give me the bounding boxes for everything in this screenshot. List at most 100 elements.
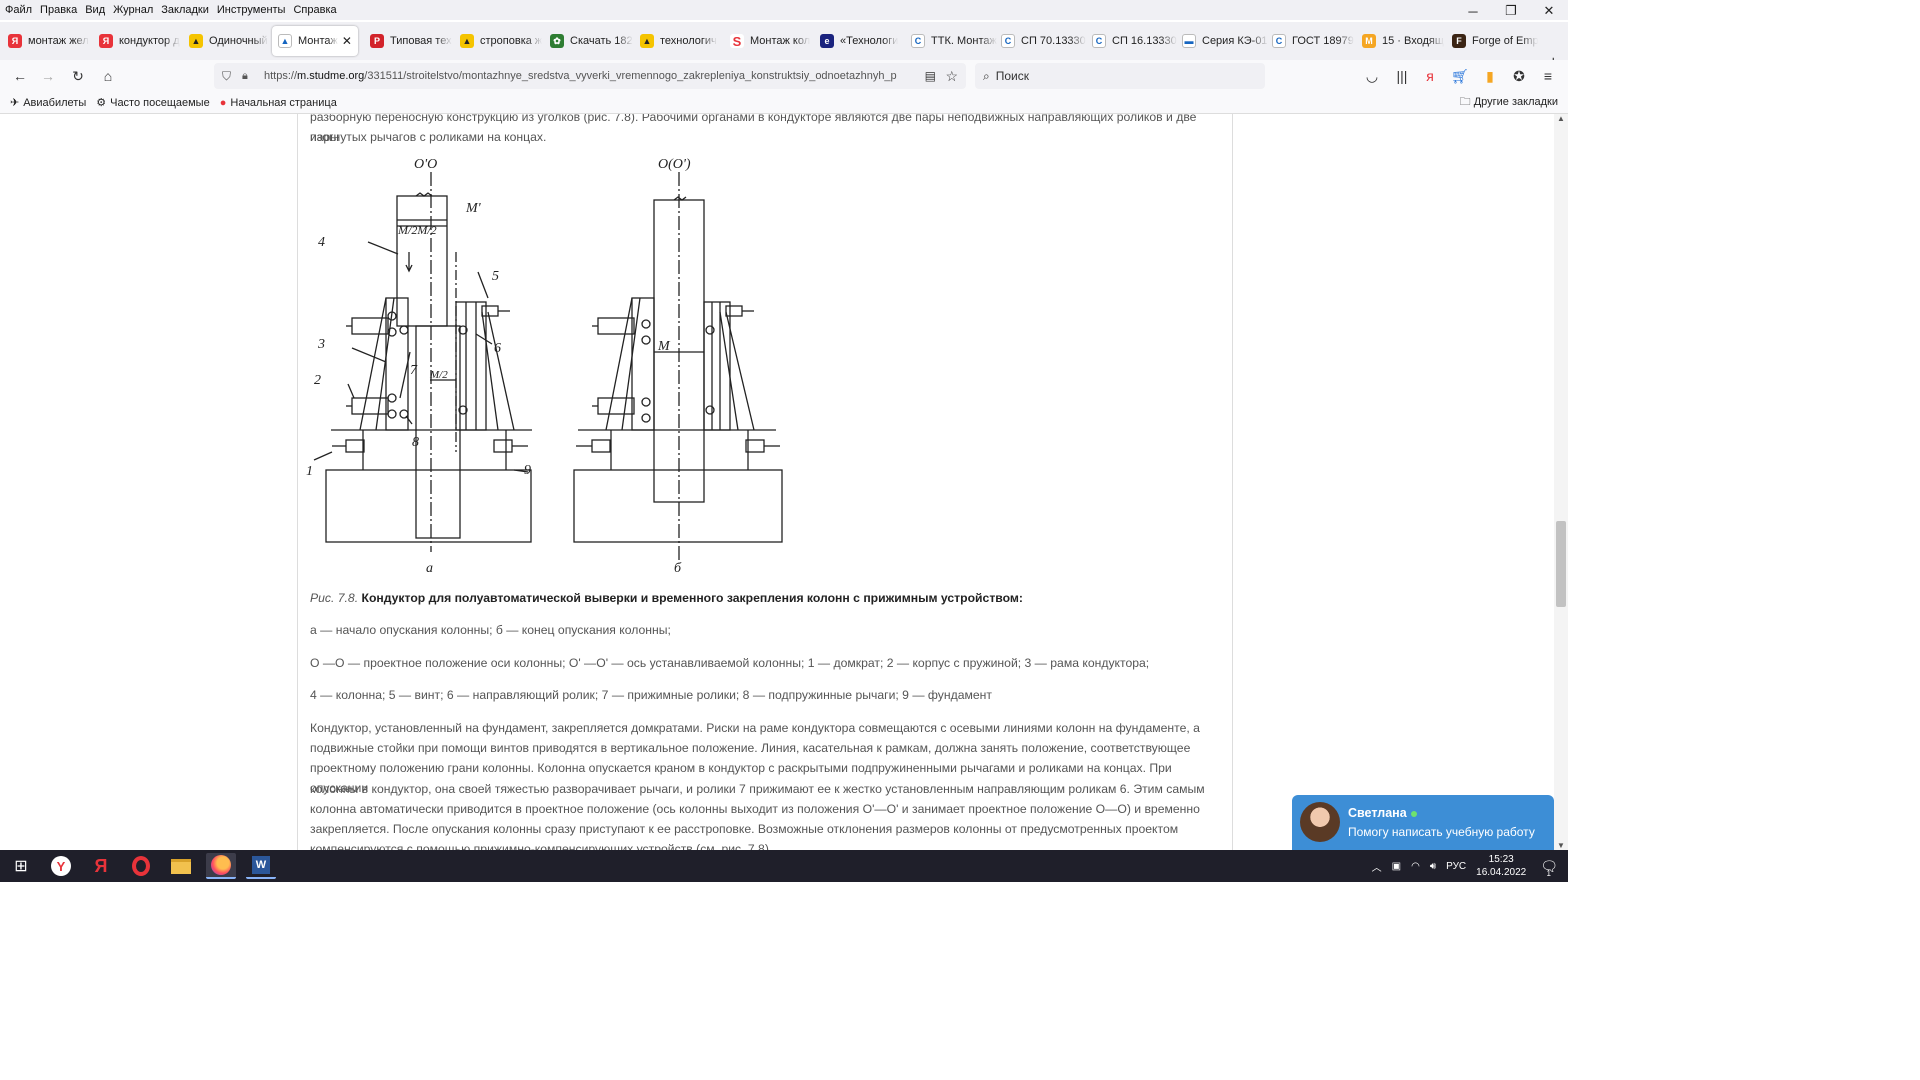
- browser-tab[interactable]: ▲Одиночный: [189, 26, 275, 56]
- tab-favicon-icon: Я: [99, 34, 113, 48]
- menu-item[interactable]: Закладки: [161, 4, 209, 16]
- wifi-icon[interactable]: ◠: [1411, 860, 1420, 872]
- yandex-icon[interactable]: я: [1426, 68, 1434, 84]
- menu-item[interactable]: Справка: [293, 4, 337, 16]
- reload-icon[interactable]: ↻: [72, 67, 84, 84]
- shield-icon[interactable]: ⛉: [222, 68, 232, 83]
- library-icon[interactable]: |||: [1396, 68, 1408, 84]
- volume-icon[interactable]: 🔊︎: [1429, 860, 1437, 872]
- body-text-line: компенсируются с помощью прижимно-компен…: [310, 842, 773, 850]
- extensions-icon[interactable]: ✪: [1513, 67, 1525, 84]
- label-b-top: O(O'): [658, 157, 691, 172]
- chat-name-label: Светлана: [1348, 806, 1407, 820]
- pocket-icon[interactable]: ◡: [1365, 67, 1379, 84]
- bookmark-item[interactable]: ✈Авиабилеты: [10, 96, 86, 110]
- star-icon[interactable]: ☆: [945, 67, 958, 84]
- page-scrollbar[interactable]: ▲ ▼: [1554, 114, 1568, 850]
- url-text[interactable]: https://m.studme.org/331511/stroitelstvo…: [264, 70, 897, 82]
- yandex-icon[interactable]: Я: [94, 855, 108, 876]
- browser-tab[interactable]: ▲Монтаж✕: [272, 26, 358, 56]
- scroll-thumb[interactable]: [1556, 521, 1566, 607]
- close-tab-icon[interactable]: ✕: [341, 34, 352, 48]
- tab-label: Серия КЭ-01: [1202, 35, 1268, 47]
- clock-date: 16.04.2022: [1476, 867, 1527, 878]
- menu-icon[interactable]: ≡: [1543, 68, 1553, 84]
- bookmark-item[interactable]: ⚙Часто посещаемые: [96, 96, 210, 110]
- scroll-down-icon[interactable]: ▼: [1557, 841, 1565, 850]
- figure-part-a: [313, 172, 532, 552]
- tab-label: 15 · Входящ: [1382, 35, 1444, 47]
- browser-tab[interactable]: e«Технологи: [820, 26, 906, 56]
- bookmark-item[interactable]: ●Начальная страница: [220, 97, 337, 109]
- browser-tab[interactable]: ▲технологич: [640, 26, 726, 56]
- figure-caption: Рис. 7.8. Кондуктор для полуавтоматическ…: [310, 588, 1225, 608]
- windows-start-icon[interactable]: ⊞: [14, 858, 28, 875]
- body-text-line: Кондуктор, установленный на фундамент, з…: [310, 721, 1200, 735]
- url-bar[interactable]: ⛉ 🔒︎ https://m.studme.org/331511/stroite…: [214, 63, 966, 89]
- maximize-icon[interactable]: ❐: [1505, 3, 1517, 18]
- menu-item[interactable]: Инструменты: [216, 4, 286, 16]
- notifications-icon[interactable]: 🗨︎1: [1540, 857, 1558, 878]
- body-text-line: закрепляется. После опускания колонны ср…: [310, 822, 1179, 836]
- page-content: разборную переносную конструкцию из угол…: [0, 114, 1568, 850]
- back-icon[interactable]: ←: [13, 68, 27, 84]
- scroll-up-icon[interactable]: ▲: [1557, 114, 1565, 123]
- intro-text-2: изогнутых рычагов с роликами на концах.: [310, 130, 547, 144]
- label-num-4: 4: [318, 235, 325, 250]
- language-indicator[interactable]: РУС: [1446, 860, 1467, 872]
- label-num-1: 1: [306, 464, 313, 479]
- flag-icon[interactable]: ▮: [1486, 67, 1494, 84]
- tab-label: технологич: [660, 35, 717, 47]
- firefox-icon[interactable]: [206, 853, 236, 879]
- tab-favicon-icon: ✿: [550, 34, 564, 48]
- search-icon: ⌕: [983, 68, 990, 83]
- word-icon[interactable]: W: [246, 853, 276, 879]
- label-num-8: 8: [412, 435, 419, 450]
- browser-tab[interactable]: ▲строповка ж: [460, 26, 546, 56]
- yandex-browser-icon[interactable]: Y: [46, 853, 76, 879]
- menu-item[interactable]: Правка: [40, 4, 78, 16]
- tab-label: строповка ж: [480, 35, 543, 47]
- search-input[interactable]: ⌕ Поиск: [975, 63, 1265, 89]
- tab-favicon-icon: C: [1272, 34, 1286, 48]
- chevron-up-icon[interactable]: ︿: [1371, 862, 1382, 874]
- lock-icon[interactable]: 🔒︎: [242, 69, 248, 82]
- close-icon[interactable]: ✕: [1543, 3, 1555, 18]
- menu-item[interactable]: Файл: [5, 4, 33, 16]
- label-m-half: M/2: [429, 369, 448, 381]
- tab-label: Одиночный: [209, 35, 268, 47]
- menu-item[interactable]: Журнал: [113, 4, 154, 16]
- other-bookmarks[interactable]: 🗀︎ Другие закладки: [1459, 96, 1558, 108]
- tab-label: монтаж жел: [28, 35, 89, 47]
- opera-icon[interactable]: [126, 853, 156, 879]
- reader-view-icon[interactable]: ▤: [924, 69, 936, 83]
- file-explorer-icon[interactable]: [166, 853, 196, 879]
- home-icon[interactable]: ⌂: [103, 68, 113, 84]
- cart-icon[interactable]: 🛒︎: [1451, 67, 1469, 84]
- menu-item[interactable]: Вид: [85, 4, 106, 16]
- tab-label: ТТК. Монтаж: [931, 35, 997, 47]
- chat-message: Помогу написать учебную работу: [1348, 825, 1535, 839]
- bookmark-label: Часто посещаемые: [110, 96, 210, 109]
- forward-icon[interactable]: →: [41, 68, 55, 84]
- bookmark-icon: ⚙: [96, 97, 107, 109]
- tab-favicon-icon: e: [820, 34, 834, 48]
- meet-icon[interactable]: ▣: [1391, 860, 1402, 872]
- browser-tab[interactable]: ▬Серия КЭ-01: [1182, 26, 1268, 56]
- chat-widget[interactable]: Светлана Помогу написать учебную работу: [1292, 795, 1554, 851]
- label-a-top: O'O: [414, 157, 437, 172]
- minimize-icon[interactable]: ─: [1468, 3, 1478, 19]
- browser-tab[interactable]: ✿Скачать 182: [550, 26, 636, 56]
